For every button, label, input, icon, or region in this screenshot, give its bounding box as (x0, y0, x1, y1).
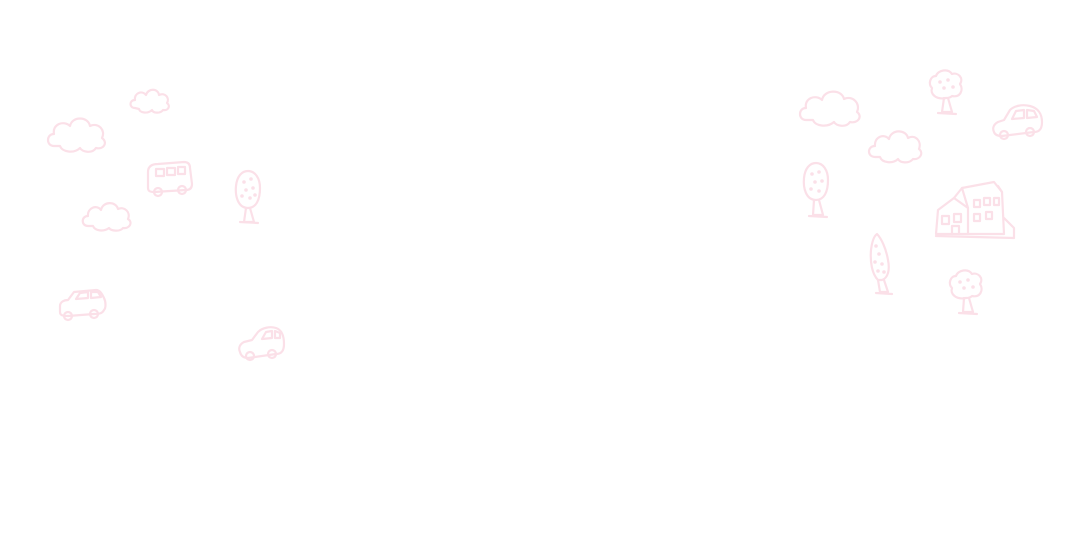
cloud-icon (798, 90, 861, 127)
tree-icon (928, 69, 963, 116)
cloud-icon (129, 88, 170, 114)
main-content-area (300, 40, 780, 480)
tree-icon (869, 232, 894, 296)
cloud-icon (81, 202, 132, 232)
house-icon (934, 180, 1016, 240)
tree-icon (802, 161, 830, 219)
tree-icon (948, 269, 983, 316)
car-icon (992, 104, 1044, 141)
cloud-icon (46, 117, 106, 153)
car-icon (238, 326, 286, 362)
van-icon (146, 160, 194, 198)
cloud-icon (867, 130, 923, 164)
car-icon (58, 288, 107, 322)
tree-icon (234, 169, 262, 225)
